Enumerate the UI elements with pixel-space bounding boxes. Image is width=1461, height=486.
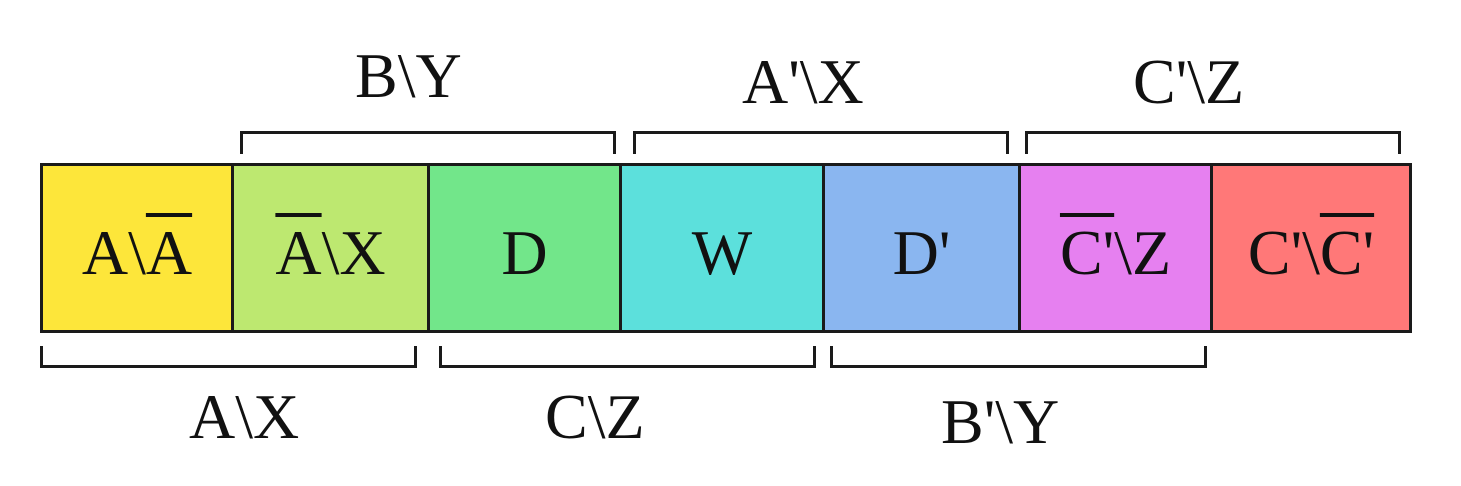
top-label-c-prime-minus-z: C'\Z [1133, 46, 1245, 117]
segment-text: W [691, 217, 753, 288]
bottom-bracket-b-prime-minus-y [830, 346, 1207, 368]
bottom-bracket-c-minus-z [439, 346, 816, 368]
top-label-a-prime-minus-x: A'\X [742, 46, 864, 117]
top-label-b-minus-y: B\Y [355, 40, 462, 111]
segment-text: \Z [1114, 217, 1172, 288]
segment-text: D [501, 217, 548, 288]
segment-d: D [428, 163, 622, 333]
overlined-text: A [145, 217, 193, 288]
segment-text: \X [321, 217, 386, 288]
top-bracket-b-minus-y [240, 131, 616, 154]
bottom-label-b-prime-minus-y: B'\Y [941, 386, 1060, 457]
bottom-label-c-minus-z: C\Z [545, 381, 645, 452]
segment-d-prime: D' [823, 163, 1021, 333]
segment-w: W [620, 163, 825, 333]
segment-c-prime-bar-minus-z: C'\Z [1019, 163, 1213, 333]
segment-c-prime-minus-c-prime-bar: C'\C' [1211, 163, 1412, 333]
bottom-label-a-minus-x: A\X [189, 381, 300, 452]
overlined-text: C' [1059, 217, 1115, 288]
segment-text: C'\ [1247, 217, 1320, 288]
top-bracket-c-prime-minus-z [1025, 131, 1401, 154]
segment-a-bar-minus-x: A\X [232, 163, 430, 333]
segment-text: D' [892, 217, 951, 288]
overlined-text: A [275, 217, 322, 288]
overlined-text: C' [1319, 217, 1375, 288]
bottom-bracket-a-minus-x [40, 346, 417, 368]
segment-a-minus-a-bar: A\A [40, 163, 234, 333]
segment-text: A\ [81, 217, 146, 288]
top-bracket-a-prime-minus-x [633, 131, 1009, 154]
